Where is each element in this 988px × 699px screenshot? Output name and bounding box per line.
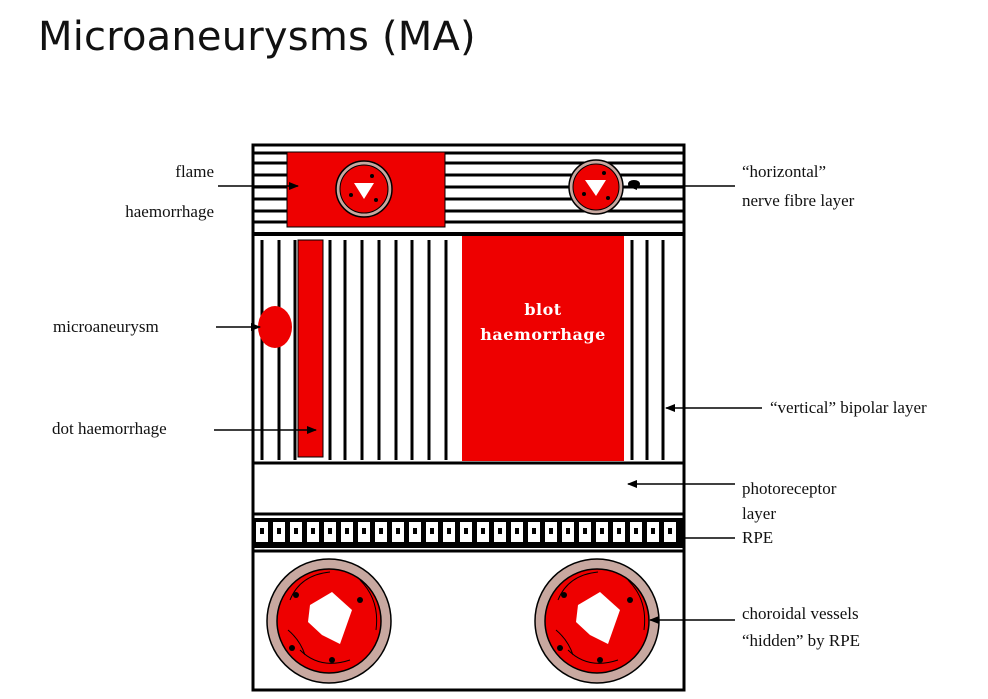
rpe-cell-nucleus bbox=[566, 528, 570, 534]
microaneurysm bbox=[258, 306, 292, 348]
nerve-fibre-vessel bbox=[568, 159, 624, 215]
leader-arrows bbox=[214, 182, 762, 624]
label-flame-line2: haemorrhage bbox=[125, 202, 214, 221]
rpe-cell-nucleus bbox=[362, 528, 366, 534]
rpe-cell-nucleus bbox=[311, 528, 315, 534]
label-microaneurysm: microaneurysm bbox=[53, 317, 159, 336]
rpe-cell-nucleus bbox=[379, 528, 383, 534]
choroidal-vessel-right bbox=[534, 558, 660, 684]
rpe-cell-nucleus bbox=[481, 528, 485, 534]
rpe-cell-nucleus bbox=[345, 528, 349, 534]
blot-label-line1: blot bbox=[524, 300, 561, 319]
rpe-cell-nucleus bbox=[328, 528, 332, 534]
label-rpe: RPE bbox=[742, 528, 774, 547]
page-title: Microaneurysms (MA) bbox=[38, 14, 476, 60]
label-flame-line1: flame bbox=[175, 162, 214, 181]
label-photoreceptor-line2: layer bbox=[742, 504, 776, 523]
label-horizontal-line2: nerve fibre layer bbox=[742, 191, 855, 210]
label-photoreceptor-line1: photoreceptor bbox=[742, 479, 837, 498]
rpe-cell-nucleus bbox=[498, 528, 502, 534]
rpe-cell-nucleus bbox=[583, 528, 587, 534]
rpe-cell-nucleus bbox=[413, 528, 417, 534]
rpe-cell-nucleus bbox=[532, 528, 536, 534]
label-vertical-bipolar: “vertical” bipolar layer bbox=[770, 398, 927, 417]
rpe-cell-nucleus bbox=[617, 528, 621, 534]
choroidal-vessel-left bbox=[266, 558, 392, 684]
rpe-cell-nucleus bbox=[668, 528, 672, 534]
rpe-layer bbox=[253, 518, 684, 548]
rpe-cell-nucleus bbox=[260, 528, 264, 534]
rpe-cell-nucleus bbox=[277, 528, 281, 534]
blot-haemorrhage bbox=[462, 236, 624, 461]
label-choroidal-line2: “hidden” by RPE bbox=[742, 631, 861, 650]
label-horizontal-line1: “horizontal” bbox=[742, 162, 827, 181]
nerve-fibre-dot bbox=[628, 180, 640, 188]
rpe-cell-nucleus bbox=[464, 528, 468, 534]
rpe-cell-nucleus bbox=[651, 528, 655, 534]
rpe-cell-nucleus bbox=[294, 528, 298, 534]
rpe-cell-nucleus bbox=[515, 528, 519, 534]
rpe-cell-nucleus bbox=[396, 528, 400, 534]
rpe-cell-nucleus bbox=[634, 528, 638, 534]
flame-vessel bbox=[335, 160, 393, 218]
rpe-cell-nucleus bbox=[549, 528, 553, 534]
label-dot-haemorrhage: dot haemorrhage bbox=[52, 419, 167, 438]
bipolar-layer bbox=[260, 240, 665, 460]
blot-label-line2: haemorrhage bbox=[480, 325, 606, 344]
label-choroidal-line1: choroidal vessels bbox=[742, 604, 859, 623]
dot-haemorrhage bbox=[297, 239, 324, 458]
rpe-cell-nucleus bbox=[600, 528, 604, 534]
rpe-cell-nucleus bbox=[447, 528, 451, 534]
rpe-cell-nucleus bbox=[430, 528, 434, 534]
